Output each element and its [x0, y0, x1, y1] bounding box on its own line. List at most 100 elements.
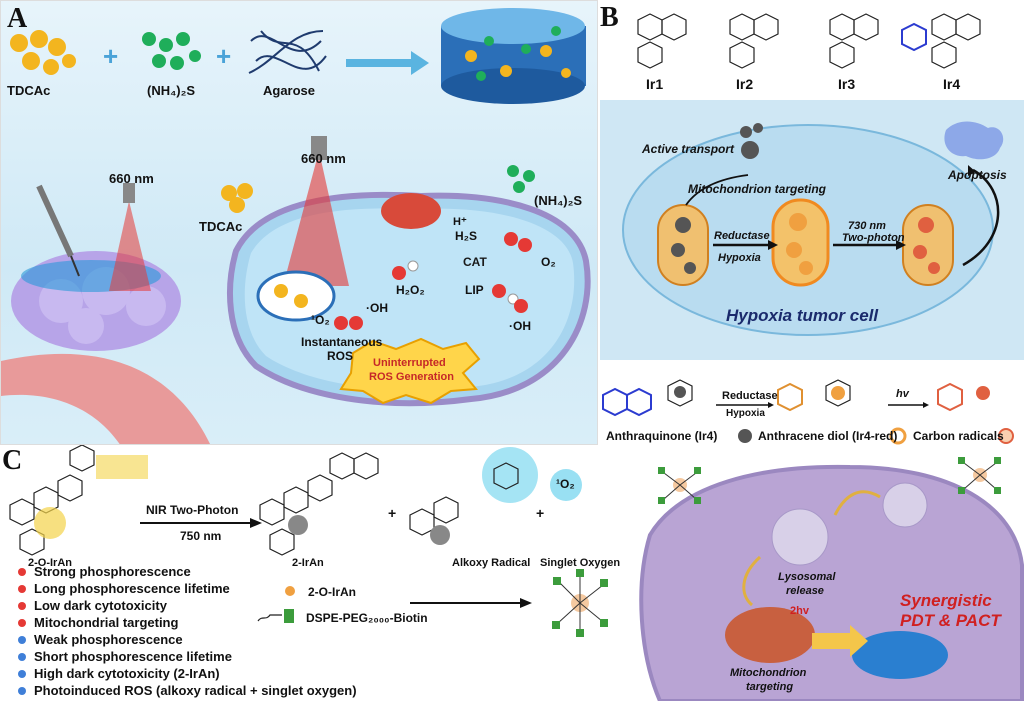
- singlet-oxygen-label: ¹O₂: [311, 313, 330, 327]
- ros-generation-label: ROS Generation: [369, 371, 454, 383]
- left-lamp: [123, 183, 135, 203]
- np-lipid-label: DSPE-PEG₂₀₀₀-Biotin: [306, 611, 428, 625]
- active-transport-label: Active transport: [642, 142, 735, 156]
- micelle: [552, 569, 608, 637]
- compound-ir4: Ir4: [943, 76, 961, 92]
- property-red-item: Mitochondrial targeting: [18, 614, 230, 631]
- syringe: [36, 184, 80, 277]
- mitochondrion-left: [256, 270, 336, 322]
- mitochondrion-top: [381, 193, 441, 229]
- plus-sign-1: +: [388, 505, 397, 521]
- reagent-nh4s: (NH₄)₂S: [147, 83, 196, 98]
- singlet-oxygen-symbol: ¹O₂: [556, 477, 575, 491]
- red-dot-icon: [18, 618, 26, 627]
- center-lamp: [311, 136, 327, 160]
- cell-title: Hypoxia tumor cell: [726, 306, 879, 325]
- legend-radical-ball: [998, 428, 1014, 444]
- panel-c: C 2-O-IrAn NIR Two-Photon 750 nm 2-IrAn …: [0, 445, 1024, 701]
- two-photon-label: Two-photon: [842, 232, 905, 244]
- tumor-cluster: [11, 251, 181, 351]
- arrow-label-top: NIR Two-Photon: [146, 503, 239, 517]
- property-blue-item: Photoinduced ROS (alkoxy radical + singl…: [18, 682, 357, 699]
- ros-label: ROS: [327, 349, 354, 363]
- blue-dot-icon: [18, 669, 26, 678]
- lip-label: LIP: [465, 283, 484, 297]
- reagent-agarose: Agarose: [263, 83, 316, 98]
- ir-center-grey: [288, 515, 308, 535]
- cat-label: CAT: [463, 255, 487, 269]
- release-label: release: [786, 585, 824, 597]
- blue-dot-icon: [18, 635, 26, 644]
- legend-orange-ball: [889, 427, 907, 445]
- mitochondrion-targeting-label: Mitochondrion targeting: [688, 182, 826, 196]
- anthracene-highlight: [96, 455, 148, 479]
- hypoxia-label: Hypoxia: [718, 252, 761, 264]
- property-blue-item: Short phosphorescence lifetime: [18, 648, 357, 665]
- red-dot-icon: [18, 567, 26, 576]
- panel-c-label: C: [2, 445, 23, 476]
- red-dot-icon: [18, 601, 26, 610]
- endosome: [882, 482, 928, 528]
- scheme-reductase: Reductase: [722, 390, 778, 402]
- nh4s-label: (NH₄)₂S: [534, 193, 583, 208]
- singlet-oxygen-glow: [550, 469, 582, 501]
- blue-dot-icon: [18, 686, 26, 695]
- np-orange-ball: [285, 586, 295, 596]
- reagent-tdcac: TDCAc: [7, 83, 51, 98]
- mitochondrion-label: Mitochondrion: [730, 667, 807, 679]
- reductase-label: Reductase: [714, 230, 770, 242]
- center-light-beam: [283, 151, 349, 286]
- panel-a-label: A: [7, 3, 28, 34]
- svg-text:+: +: [216, 41, 231, 71]
- lysosomal-label: Lysosomal: [778, 571, 836, 583]
- light-label-center: 660 nm: [301, 151, 346, 166]
- property-red-item: Low dark cytotoxicity: [18, 597, 230, 614]
- synergy-arrow: [812, 625, 868, 657]
- agarose-fibers: [248, 30, 327, 74]
- alkoxy-glow: [482, 447, 538, 503]
- ros-starburst: [339, 337, 481, 405]
- micelle-top-left: [658, 467, 701, 504]
- panel-b-label: B: [600, 2, 619, 33]
- scheme-hv: hv: [896, 388, 909, 400]
- legend-anthracene-diol: Anthracene diol (Ir4-red): [758, 429, 898, 443]
- panel-b-illustration: [600, 13, 1024, 445]
- h2s-label: H₂S: [455, 229, 478, 243]
- ir-center-yellow: [34, 507, 66, 539]
- arrow-to-gel: [346, 51, 429, 75]
- mitochondrion-cell: [725, 607, 815, 663]
- nm730-label: 730 nm: [848, 220, 886, 232]
- legend-grey-ball: [738, 429, 752, 443]
- red-dot-icon: [18, 584, 26, 593]
- hplus-label: H⁺: [453, 216, 467, 228]
- targeting-label: targeting: [746, 681, 794, 693]
- hydrogel-cylinder: [441, 8, 586, 104]
- biotin-icon: [284, 609, 294, 623]
- properties-red-list: Strong phosphorescence Long phosphoresce…: [18, 563, 230, 631]
- panel-c-illustration: [9, 445, 1024, 701]
- np-compound-label: 2-O-IrAn: [308, 585, 356, 599]
- arrow-label-bottom: 750 nm: [180, 529, 222, 543]
- oh-label-1: ·OH: [366, 301, 388, 315]
- nh4s-balls: [142, 32, 201, 70]
- svg-text:+: +: [103, 41, 118, 71]
- product-2-iran: 2-IrAn: [292, 557, 324, 569]
- o2-label: O₂: [541, 255, 556, 269]
- two-hv-label: 2hv: [790, 605, 809, 617]
- oh-label-2: ·OH: [509, 319, 531, 333]
- property-red-item: Strong phosphorescence: [18, 563, 230, 580]
- structure-2-o-iran: [9, 445, 95, 556]
- micelle-top-right: [958, 457, 1001, 494]
- panel-a: + +: [0, 0, 598, 445]
- product-singlet-oxygen: Singlet Oxygen: [540, 557, 621, 569]
- tdcac-label: TDCAc: [199, 219, 243, 234]
- apoptosis-label: Apoptosis: [948, 168, 1007, 182]
- structure-2-iran: [259, 452, 379, 556]
- plus-sign-2: +: [536, 505, 545, 521]
- product-alkoxy-radical: Alkoxy Radical: [452, 557, 531, 569]
- mitochondrion-ros: [852, 631, 948, 679]
- properties-blue-list: Weak phosphorescence Short phosphorescen…: [18, 631, 357, 699]
- light-label-left: 660 nm: [109, 171, 154, 186]
- tdcac-balls: [10, 30, 76, 75]
- compound-2-o-iran: 2-O-IrAn: [28, 557, 72, 569]
